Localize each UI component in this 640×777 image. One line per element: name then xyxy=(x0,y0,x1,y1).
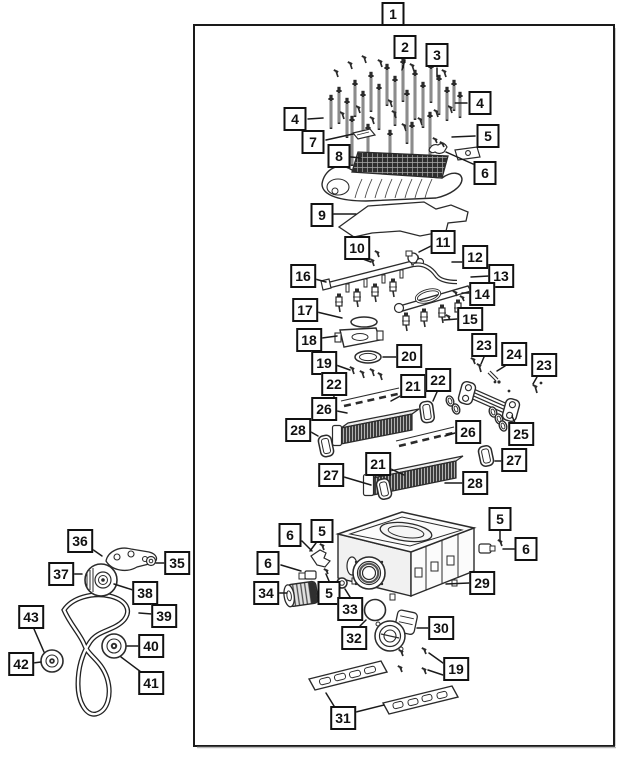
coolant-tube-drawing xyxy=(445,357,543,432)
mounting-bolts-drawing xyxy=(328,55,463,186)
belt-and-pulleys-drawing xyxy=(40,547,158,717)
callout-box-22b[interactable]: 22 xyxy=(425,368,451,392)
callout-box-6c[interactable]: 6 xyxy=(278,523,302,547)
cover-gasket-drawing xyxy=(337,201,469,238)
callout-box-3[interactable]: 3 xyxy=(425,43,449,67)
callout-box-26a[interactable]: 26 xyxy=(311,397,337,421)
throttle-spacer-drawing xyxy=(334,316,384,381)
callout-box-5b[interactable]: 5 xyxy=(488,507,512,531)
callout-box-29[interactable]: 29 xyxy=(469,571,495,595)
callout-box-27a[interactable]: 27 xyxy=(318,463,344,487)
callout-box-28b[interactable]: 28 xyxy=(462,471,488,495)
callout-box-6b[interactable]: 6 xyxy=(514,537,538,561)
callout-box-14[interactable]: 14 xyxy=(469,282,495,306)
callout-box-39[interactable]: 39 xyxy=(151,604,177,628)
callout-box-5a[interactable]: 5 xyxy=(476,124,500,148)
callout-box-33[interactable]: 33 xyxy=(337,597,363,621)
callout-box-28a[interactable]: 28 xyxy=(285,418,311,442)
callout-box-37[interactable]: 37 xyxy=(48,562,74,586)
callout-box-10[interactable]: 10 xyxy=(344,236,370,260)
callout-box-23b[interactable]: 23 xyxy=(531,353,557,377)
supercharger-cover-drawing xyxy=(321,128,481,202)
callout-box-13[interactable]: 13 xyxy=(488,264,514,288)
callout-box-6d[interactable]: 6 xyxy=(256,551,280,575)
callout-box-5d[interactable]: 5 xyxy=(317,581,341,605)
callout-box-6a[interactable]: 6 xyxy=(473,161,497,185)
callout-box-30[interactable]: 30 xyxy=(428,616,454,640)
callout-box-7[interactable]: 7 xyxy=(301,130,325,154)
callout-box-32[interactable]: 32 xyxy=(341,626,367,650)
callout-box-11[interactable]: 11 xyxy=(430,230,456,254)
fuel-rail-injectors-drawing xyxy=(320,250,473,332)
callout-box-40[interactable]: 40 xyxy=(138,634,164,658)
callout-box-34[interactable]: 34 xyxy=(253,581,279,605)
callout-box-27b[interactable]: 27 xyxy=(501,448,527,472)
callout-box-21b[interactable]: 21 xyxy=(365,452,391,476)
callout-box-9[interactable]: 9 xyxy=(310,203,334,227)
callout-box-31[interactable]: 31 xyxy=(330,706,356,730)
seal-frames-drawing xyxy=(317,400,495,500)
callout-box-26b[interactable]: 26 xyxy=(455,420,481,444)
callout-box-25[interactable]: 25 xyxy=(508,422,534,446)
callout-box-41[interactable]: 41 xyxy=(138,671,164,695)
callout-box-4a[interactable]: 4 xyxy=(283,107,307,131)
callout-box-17[interactable]: 17 xyxy=(292,298,318,322)
callout-box-21a[interactable]: 21 xyxy=(400,374,426,398)
callout-box-16[interactable]: 16 xyxy=(290,264,316,288)
callout-box-35[interactable]: 35 xyxy=(164,551,190,575)
callout-box-1[interactable]: 1 xyxy=(381,2,405,26)
callout-box-15[interactable]: 15 xyxy=(457,307,483,331)
callout-box-36[interactable]: 36 xyxy=(67,529,93,553)
callout-box-43[interactable]: 43 xyxy=(18,605,44,629)
callout-box-22a[interactable]: 22 xyxy=(321,372,347,396)
callout-box-4b[interactable]: 4 xyxy=(468,91,492,115)
callout-box-8[interactable]: 8 xyxy=(327,144,351,168)
callout-box-42[interactable]: 42 xyxy=(8,652,34,676)
callout-box-20[interactable]: 20 xyxy=(396,344,422,368)
callout-box-19b[interactable]: 19 xyxy=(443,657,469,681)
callout-box-18[interactable]: 18 xyxy=(296,328,322,352)
callout-box-38[interactable]: 38 xyxy=(132,581,158,605)
callout-box-23a[interactable]: 23 xyxy=(471,333,497,357)
callout-box-12[interactable]: 12 xyxy=(462,245,488,269)
intake-port-gaskets-drawing xyxy=(307,660,460,715)
throttle-body-drawing xyxy=(363,598,427,675)
callout-box-5c[interactable]: 5 xyxy=(310,519,334,543)
callout-box-2[interactable]: 2 xyxy=(393,35,417,59)
intercooler-bricks-drawing xyxy=(331,387,464,497)
callout-box-24[interactable]: 24 xyxy=(501,342,527,366)
